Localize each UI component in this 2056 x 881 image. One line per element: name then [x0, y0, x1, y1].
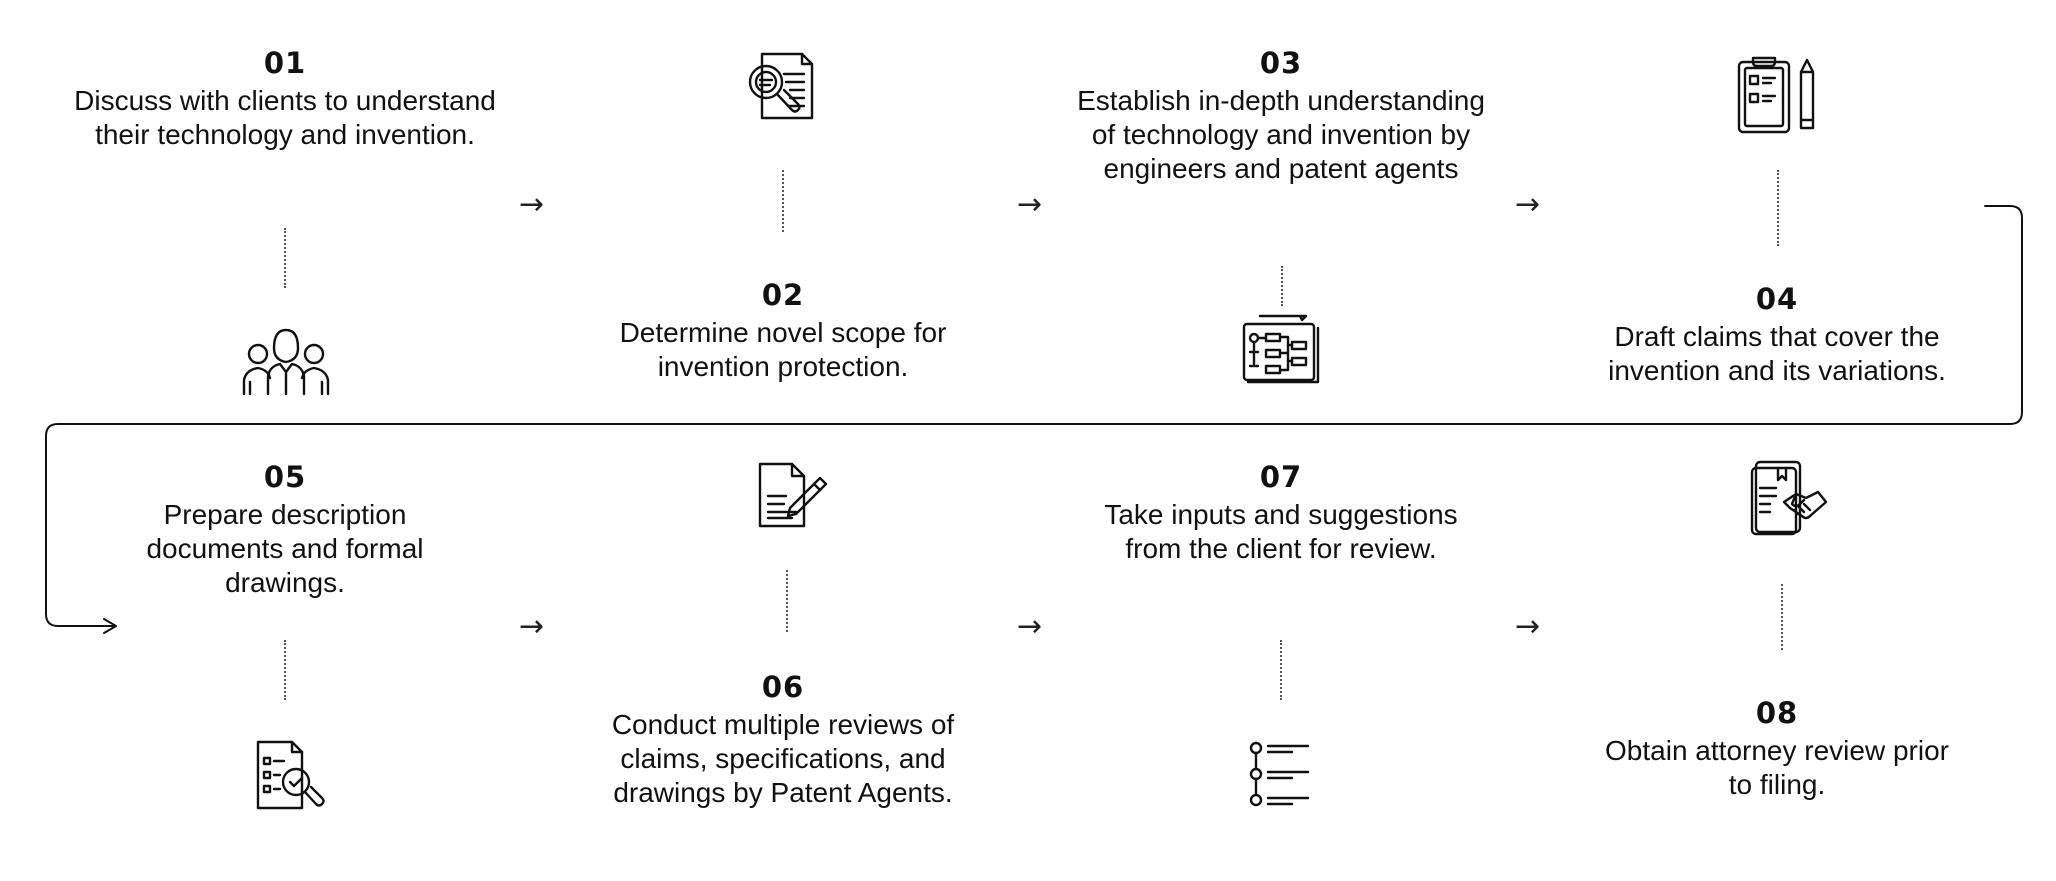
- step-08: 08 Obtain attorney review prior to filin…: [1592, 696, 1962, 802]
- dotted-connector: [1280, 640, 1282, 700]
- flowchart-board-icon: [1240, 312, 1322, 384]
- document-search-icon: [744, 50, 816, 122]
- step-03: 03 Establish in-depth understanding of t…: [1066, 46, 1496, 186]
- arrow-5-6: →: [519, 609, 545, 644]
- step-04: 04 Draft claims that cover the invention…: [1562, 282, 1992, 388]
- step-number: 01: [263, 46, 307, 80]
- step-01: 01 Discuss with clients to understand th…: [70, 46, 500, 152]
- step-description: Establish in-depth understanding of tech…: [1077, 85, 1485, 184]
- step-07: 07 Take inputs and suggestions from the …: [1066, 460, 1496, 566]
- step-05: 05 Prepare description documents and for…: [100, 460, 470, 600]
- dotted-connector: [284, 640, 286, 700]
- step-description: Draft claims that cover the invention an…: [1608, 321, 1946, 386]
- document-review-icon: [254, 738, 332, 812]
- step-description: Discuss with clients to understand their…: [74, 85, 496, 150]
- arrow-3-4: →: [1515, 187, 1541, 222]
- step-number: 05: [263, 460, 307, 494]
- dotted-connector: [1781, 584, 1783, 650]
- step-description: Obtain attorney review prior to filing.: [1605, 735, 1949, 800]
- document-edit-icon: [756, 460, 832, 530]
- arrow-7-8: →: [1515, 609, 1541, 644]
- step-description: Take inputs and suggestions from the cli…: [1104, 499, 1458, 564]
- step-06: 06 Conduct multiple reviews of claims, s…: [568, 670, 998, 810]
- step-number: 07: [1259, 460, 1303, 494]
- step-description: Conduct multiple reviews of claims, spec…: [611, 709, 955, 808]
- step-02: 02 Determine novel scope for invention p…: [568, 278, 998, 384]
- arrow-1-2: →: [519, 187, 545, 222]
- dotted-connector: [1281, 266, 1283, 306]
- step-number: 02: [761, 278, 805, 312]
- arrow-2-3: →: [1017, 187, 1043, 222]
- dotted-connector: [1777, 170, 1779, 246]
- step-description: Prepare description documents and formal…: [146, 499, 424, 598]
- step-number: 06: [761, 670, 805, 704]
- checklist-icon: [1248, 740, 1314, 808]
- agreement-document-icon: [1748, 458, 1830, 538]
- step-number: 03: [1259, 46, 1303, 80]
- dotted-connector: [786, 570, 788, 632]
- dotted-connector: [782, 170, 784, 232]
- step-number: 04: [1755, 282, 1799, 316]
- dotted-connector: [284, 228, 286, 288]
- team-icon: [238, 326, 330, 396]
- step-description: Determine novel scope for invention prot…: [619, 317, 947, 382]
- arrow-6-7: →: [1017, 609, 1043, 644]
- clipboard-pencil-icon: [1735, 54, 1819, 134]
- step-number: 08: [1755, 696, 1799, 730]
